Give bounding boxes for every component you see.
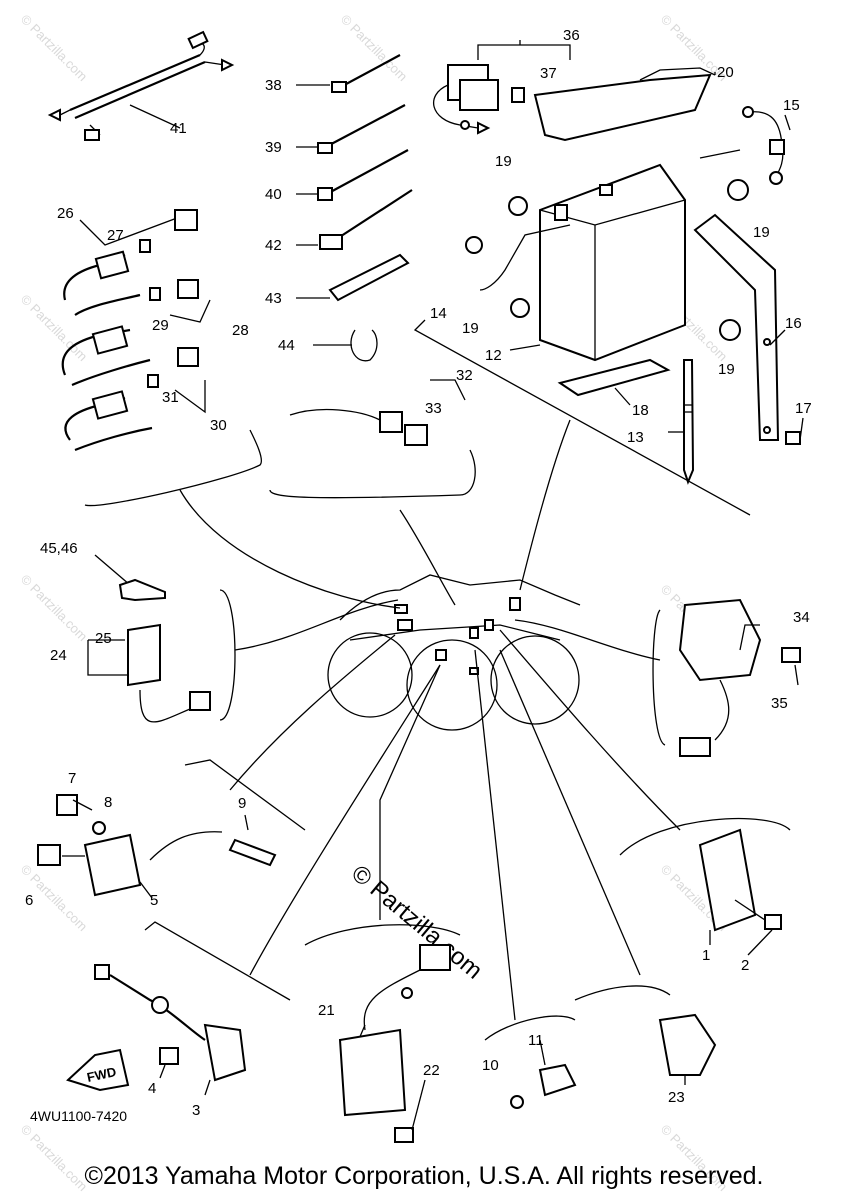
callout-41: 41 [170,120,187,137]
pickup-coil-3: 4 3 [94,964,247,1119]
grommets-19: 19 19 19 19 [462,153,770,378]
callout-18: 18 [632,402,649,419]
callout-24: 24 [50,647,67,664]
callout-45-46: 45,46 [40,540,78,557]
switch-10-11: 10 11 [482,1032,577,1109]
relay-32-33: 32 33 [289,367,473,446]
atv-outline [327,574,581,731]
callout-19-d: 19 [718,361,735,378]
callout-10: 10 [482,1057,499,1074]
callout-32: 32 [456,367,473,384]
regulator-21: 21 22 [318,944,451,1143]
callout-6: 6 [25,892,33,909]
callout-22: 22 [423,1062,440,1079]
bracket-lines [84,319,791,1041]
callout-26: 26 [57,205,74,222]
callout-16: 16 [785,315,802,332]
callout-1: 1 [702,947,710,964]
callout-28: 28 [232,322,249,339]
callout-27: 27 [107,227,124,244]
callout-11: 11 [528,1032,544,1049]
callout-20: 20 [717,64,734,81]
ignition-coil-5: 7 8 9 6 5 [25,770,277,909]
callout-30: 30 [210,417,227,434]
key-45-46: 45,46 [40,540,166,602]
watermark: © Partzilla.com [18,292,91,365]
battery-cable-15: 15 [699,97,800,185]
rectifier-34: 34 35 [678,598,810,757]
callout-8: 8 [104,794,112,811]
callout-39: 39 [265,139,282,156]
callout-3: 3 [192,1102,200,1119]
callout-5: 5 [150,892,158,909]
callout-4: 4 [148,1080,156,1097]
callout-37: 37 [540,65,557,82]
callout-31: 31 [162,389,179,406]
watermark: © Partzilla.com [18,572,91,645]
callout-43: 43 [265,290,282,307]
battery-12: 14 12 [430,163,686,364]
main-switch-24: 25 24 [50,623,211,723]
wire-harness-41: 41 [47,30,235,141]
callout-13: 13 [627,429,644,446]
callout-29: 29 [152,317,169,334]
callout-44: 44 [278,337,295,354]
callout-42: 42 [265,237,282,254]
watermark: © Partzilla.com [18,12,91,85]
igniter-1: 1 2 [698,828,782,974]
callout-9: 9 [238,795,246,812]
callout-19-a: 19 [495,153,512,170]
plug-wires: 26 27 29 28 31 30 [57,205,249,452]
callout-25: 25 [95,630,112,647]
callout-21: 21 [318,1002,335,1019]
callout-34: 34 [793,609,810,626]
callout-15: 15 [783,97,800,114]
callout-40: 40 [265,186,282,203]
callout-17: 17 [795,400,812,417]
watermark: © Partzilla.com [338,12,411,85]
battery-cover-20: 20 [533,64,734,142]
callout-19-b: 19 [753,224,770,241]
callout-33: 33 [425,400,442,417]
callout-12: 12 [485,347,502,364]
callout-38: 38 [265,77,282,94]
callout-36: 36 [563,27,580,44]
callout-35: 35 [771,695,788,712]
center-watermark: © Partzilla.com [346,860,487,985]
diagram-code: 4WU1100-7420 [30,1108,127,1124]
copyright-notice: ©2013 Yamaha Motor Corporation, U.S.A. A… [84,1162,764,1190]
leader-arrows [179,419,681,1021]
cover-23: 23 [658,1013,717,1106]
cable-ties: 38 39 40 42 43 44 [265,54,413,362]
breather-tube-13: 13 [627,359,695,485]
battery-band-16: 16 17 [693,213,812,445]
callout-19-c: 19 [462,320,479,337]
fwd-label: FWD [86,1064,118,1085]
starter-relay-36: 36 37 [433,27,580,135]
fwd-arrow: FWD [66,1048,130,1092]
callout-2: 2 [741,957,749,974]
callout-7: 7 [68,770,76,787]
callout-23: 23 [668,1089,685,1106]
battery-pad-18: 18 [557,358,671,419]
callout-14: 14 [430,305,447,322]
